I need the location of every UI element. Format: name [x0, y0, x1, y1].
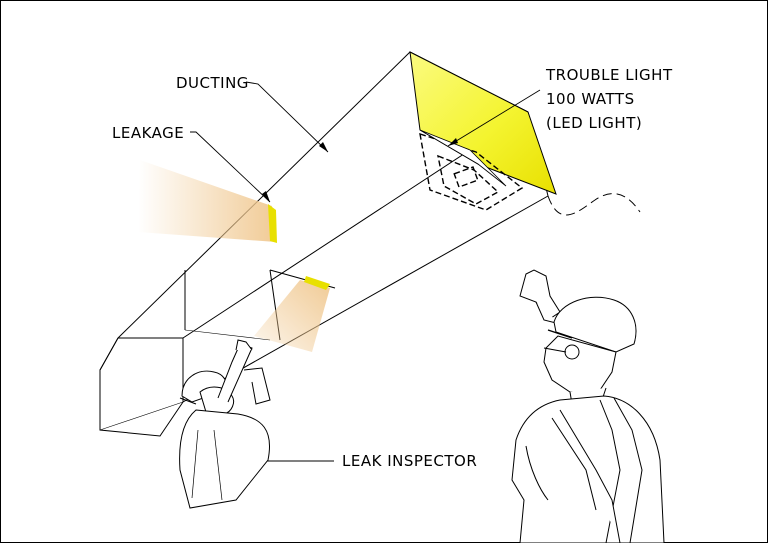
leakage-spray-lower — [254, 280, 330, 352]
trouble-light-label-line2: 100 WATTS — [546, 90, 635, 108]
leak-inspector-label: LEAK INSPECTOR — [342, 452, 477, 470]
power-cord — [548, 194, 640, 215]
trouble-light-label-line3: (LED LIGHT) — [546, 114, 642, 132]
observer-figure — [512, 270, 664, 543]
ducting-label: DUCTING — [176, 74, 249, 92]
leakage-spray-upper — [138, 160, 276, 242]
trouble-light-label-line1: TROUBLE LIGHT — [545, 66, 673, 84]
leak-inspector-figure — [180, 340, 270, 508]
ducting-arrowhead — [319, 142, 328, 152]
leakage-label: LEAKAGE — [112, 124, 184, 142]
light-glow — [410, 52, 556, 194]
leakage-arrowhead — [262, 191, 270, 202]
